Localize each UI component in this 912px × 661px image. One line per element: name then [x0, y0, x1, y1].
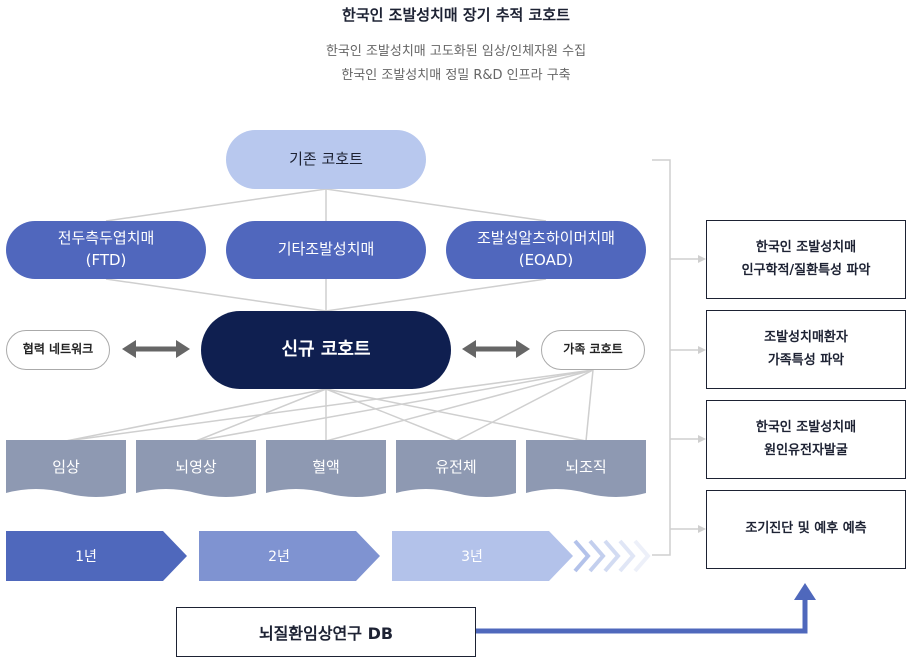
- new-cohort-label: 신규 코호트: [281, 338, 371, 360]
- result-family: 조발성치매환자 가족특성 파악: [706, 310, 906, 389]
- clinical-research-db: 뇌질환임상연구 DB: [176, 607, 476, 657]
- data-type-brain-tissue: 뇌조직: [565, 457, 607, 476]
- result-diagnosis: 조기진단 및 예후 예측: [706, 490, 906, 569]
- timeline-year-3: 3년: [461, 549, 483, 565]
- result-demographics-line2: 인구학적/질환특성 파악: [741, 262, 871, 278]
- new-cohort-node: 신규 코호트: [201, 311, 451, 389]
- subtitle-line-2: 한국인 조발성치매 정밀 R&D 인프라 구축: [341, 68, 571, 83]
- diagram-title: 한국인 조발성치매 장기 추적 코호트: [342, 6, 570, 24]
- db-connector-arrow: [476, 598, 808, 634]
- timeline-year2-shape: [199, 531, 380, 581]
- data-block-shapes: [6, 440, 646, 497]
- timeline-year3-shape: [392, 531, 573, 581]
- result-genes: 한국인 조발성치매 원인유전자발굴: [706, 400, 906, 479]
- timeline-year-1: 1년: [75, 549, 97, 565]
- up-arrow-icon: [794, 583, 816, 600]
- data-type-clinical: 임상: [52, 457, 80, 476]
- result-demographics: 한국인 조발성치매 인구학적/질환특성 파악: [706, 220, 906, 299]
- family-cohort-node: 가족 코호트: [541, 330, 645, 370]
- double-arrow-right-icon: [462, 340, 530, 358]
- data-type-genome: 유전체: [435, 457, 477, 476]
- subtype-other-name: 기타조발성치매: [277, 240, 375, 259]
- subtype-eoad-name: 조발성알츠하이머치매: [476, 229, 615, 248]
- network-label: 협력 네트워크: [22, 342, 94, 357]
- subtype-other-node: 기타조발성치매: [226, 221, 426, 279]
- double-arrow-left-icon: [122, 340, 190, 358]
- data-type-blood: 혈액: [312, 457, 340, 476]
- result-family-line1: 조발성치매환자: [764, 330, 848, 346]
- result-diagnosis-line1: 조기진단 및 예후 예측: [745, 521, 867, 537]
- timeline-year-2: 2년: [268, 549, 290, 565]
- network-node: 협력 네트워크: [6, 330, 110, 370]
- clinical-research-db-label: 뇌질환임상연구 DB: [258, 624, 394, 643]
- result-genes-line1: 한국인 조발성치매: [755, 420, 857, 436]
- result-genes-line2: 원인유전자발굴: [764, 442, 848, 458]
- subtype-eoad-abbr: (EOAD): [518, 251, 574, 269]
- timeline-year1-shape: [6, 531, 187, 581]
- result-family-line2: 가족특성 파악: [767, 352, 845, 368]
- subtype-ftd-node: 전두측두엽치매 (FTD): [6, 221, 206, 279]
- result-demographics-line1: 한국인 조발성치매: [755, 240, 857, 256]
- subtype-ftd-name: 전두측두엽치매: [57, 229, 155, 248]
- family-cohort-label: 가족 코호트: [563, 342, 623, 357]
- existing-cohort-node: 기존 코호트: [226, 130, 426, 189]
- subtype-ftd-abbr: (FTD): [85, 251, 127, 269]
- subtype-eoad-node: 조발성알츠하이머치매 (EOAD): [446, 221, 646, 279]
- subtitle-line-1: 한국인 조발성치매 고도화된 임상/인체자원 수집: [325, 44, 587, 59]
- data-type-brain-imaging: 뇌영상: [175, 457, 217, 476]
- timeline-continuation-chevrons-icon: [573, 539, 651, 573]
- existing-cohort-label: 기존 코호트: [289, 149, 363, 168]
